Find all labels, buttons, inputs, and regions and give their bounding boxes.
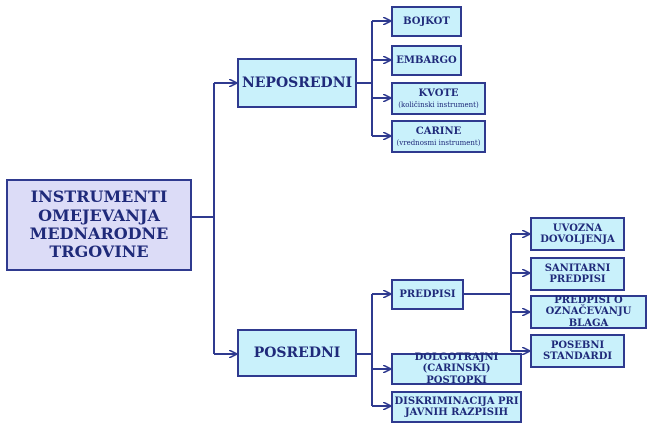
node-predpisi-o-oznacevanju-label: PREDPISI O OZNAČEVANJU BLAGA — [545, 294, 632, 329]
node-sanitarni-predpisi: SANITARNI PREDPISI — [530, 257, 625, 291]
node-bojkot: BOJKOT — [391, 6, 462, 37]
node-predpisi-label: PREDPISI — [399, 288, 456, 300]
node-posebni-standardi: POSEBNI STANDARDI — [530, 334, 625, 368]
node-predpisi-o-oznacevanju: PREDPISI O OZNAČEVANJU BLAGA — [530, 295, 647, 329]
node-carine-label: CARINE — [415, 125, 462, 137]
node-diskriminacija: DISKRIMINACIJA PRI JAVNIH RAZPISIH — [391, 391, 522, 423]
root-node: INSTRUMENTI OMEJEVANJA MEDNARODNE TRGOVI… — [6, 179, 192, 271]
node-uvozna-dovoljenja: UVOZNA DOVOLJENJA — [530, 217, 625, 251]
node-carine: CARINE (vrednosmi instrument) — [391, 120, 486, 153]
node-kvote-label: KVOTE — [418, 87, 459, 99]
node-neposredni: NEPOSREDNI — [237, 58, 357, 108]
node-kvote-note: (količinski instrument) — [398, 101, 479, 110]
node-bojkot-label: BOJKOT — [403, 15, 450, 27]
node-predpisi: PREDPISI — [391, 279, 464, 310]
node-neposredni-label: NEPOSREDNI — [241, 74, 353, 91]
node-posebni-standardi-label: POSEBNI STANDARDI — [542, 339, 613, 363]
node-uvozna-dovoljenja-label: UVOZNA DOVOLJENJA — [540, 222, 615, 246]
node-embargo-label: EMBARGO — [396, 54, 457, 66]
node-carine-note: (vrednosmi instrument) — [396, 139, 481, 148]
node-posredni-label: POSREDNI — [253, 344, 341, 361]
node-kvote: KVOTE (količinski instrument) — [391, 82, 486, 115]
node-sanitarni-predpisi-label: SANITARNI PREDPISI — [544, 262, 611, 286]
node-diskriminacija-label: DISKRIMINACIJA PRI JAVNIH RAZPISIH — [394, 395, 519, 419]
node-dolgotrajni-postopki: DOLGOTRAJNI (CARINSKI) POSTOPKI — [391, 351, 522, 386]
node-dolgotrajni-postopki-label: DOLGOTRAJNI (CARINSKI) POSTOPKI — [414, 351, 499, 386]
root-node-label: INSTRUMENTI OMEJEVANJA MEDNARODNE TRGOVI… — [29, 187, 169, 262]
node-posredni: POSREDNI — [237, 329, 357, 377]
node-embargo: EMBARGO — [391, 45, 462, 76]
